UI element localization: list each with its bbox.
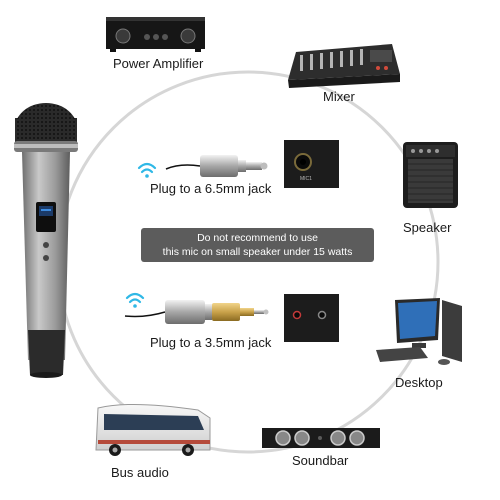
mic-port-label: MIC1 (300, 176, 312, 182)
soundbar (262, 428, 380, 448)
microphone (14, 103, 78, 378)
label-soundbar: Soundbar (292, 453, 349, 468)
notice-line-2: this mic on small speaker under 15 watts (162, 246, 353, 258)
mic-jack-6-5mm (284, 140, 339, 188)
mixer (288, 44, 400, 88)
notice-line-1: Do not recommend to use (197, 232, 318, 244)
amplifier (106, 17, 205, 52)
label-speaker: Speaker (403, 220, 452, 235)
label-desktop: Desktop (395, 375, 443, 390)
desktop-computer (376, 298, 462, 365)
bus (95, 403, 211, 456)
label-power-amplifier: Power Amplifier (113, 56, 204, 71)
wifi-icon (137, 162, 157, 178)
receiver-6-5mm (165, 155, 268, 177)
receiver-3-5mm (124, 300, 269, 324)
warning-notice: Do not recommend to use this mic on smal… (141, 228, 374, 262)
connection-circle (56, 70, 440, 454)
headphone-jack-3-5mm (284, 294, 339, 342)
speaker (403, 142, 458, 208)
label-bus-audio: Bus audio (111, 465, 169, 480)
label-plug-6-5mm: Plug to a 6.5mm jack (150, 181, 272, 196)
wifi-icon (125, 292, 145, 308)
label-plug-3-5mm: Plug to a 3.5mm jack (150, 335, 272, 350)
label-mixer: Mixer (323, 89, 355, 104)
